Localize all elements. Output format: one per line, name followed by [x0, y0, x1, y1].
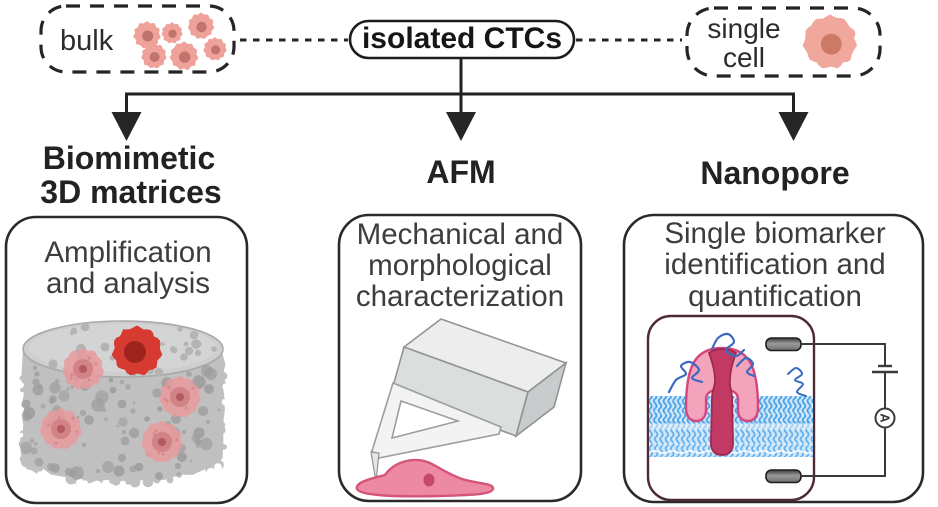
svg-text:morphological: morphological — [368, 249, 552, 282]
svg-text:and analysis: and analysis — [46, 267, 210, 300]
svg-text:Single biomarker: Single biomarker — [664, 217, 886, 250]
svg-text:characterization: characterization — [356, 280, 564, 313]
svg-text:identification and: identification and — [664, 248, 885, 281]
svg-text:single: single — [707, 13, 780, 44]
svg-text:3D matrices: 3D matrices — [40, 174, 221, 210]
svg-text:A: A — [878, 413, 893, 423]
svg-text:quantification: quantification — [688, 280, 862, 313]
svg-text:bulk: bulk — [60, 25, 114, 57]
svg-text:AFM: AFM — [426, 154, 495, 190]
svg-text:cell: cell — [723, 42, 765, 73]
svg-text:isolated CTCs: isolated CTCs — [362, 22, 562, 55]
svg-text:Mechanical and: Mechanical and — [357, 218, 564, 251]
svg-text:Amplification: Amplification — [44, 236, 211, 269]
svg-text:Biomimetic: Biomimetic — [43, 140, 215, 176]
svg-text:Nanopore: Nanopore — [700, 155, 849, 191]
